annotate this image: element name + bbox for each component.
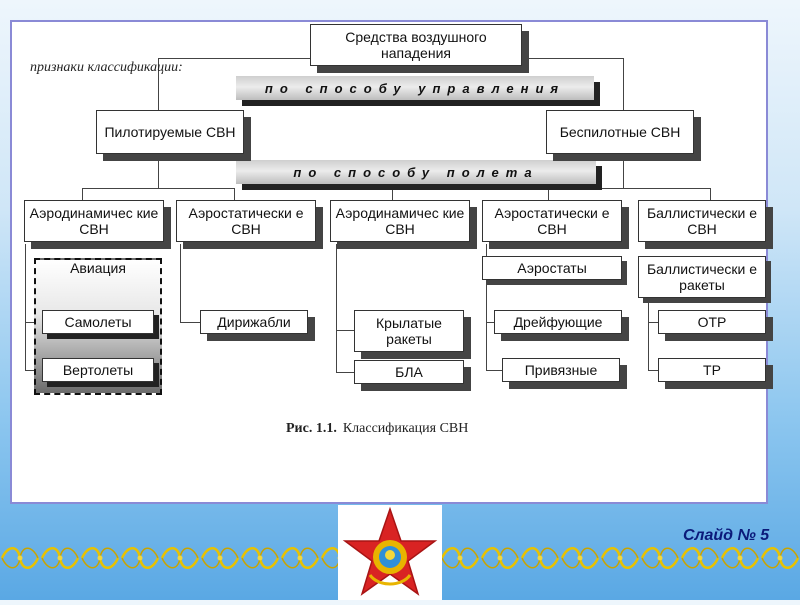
star-emblem-icon: [342, 506, 438, 596]
node-airships: Дирижабли: [200, 310, 308, 334]
connector: [336, 244, 337, 372]
node-manned: Пилотируемые СВН: [96, 110, 244, 154]
connector: [336, 372, 354, 373]
node-otr: ОТР: [658, 310, 766, 334]
connector: [486, 322, 494, 323]
node-aerodynamic-unmanned: Аэродинамичес кие СВН: [330, 200, 470, 242]
connector: [710, 188, 711, 200]
connector: [623, 160, 624, 188]
connector: [25, 370, 42, 371]
node-helicopters: Вертолеты: [42, 358, 154, 382]
connector: [623, 58, 624, 110]
node-cruise-missiles: Крылатые ракеты: [354, 310, 464, 352]
node-ballistic: Баллистически е СВН: [638, 200, 766, 242]
connector: [180, 322, 200, 323]
connector: [82, 188, 234, 189]
figure-title: Классификация СВН: [342, 421, 469, 436]
node-ballistic-missiles: Баллистически е ракеты: [638, 256, 766, 298]
connector: [25, 244, 26, 370]
connector: [486, 244, 487, 370]
banner-control-method: по способу управления: [236, 76, 594, 100]
connector: [158, 158, 159, 188]
emblem: [338, 505, 442, 600]
criteria-label: признаки классификации:: [30, 60, 183, 75]
connector: [648, 322, 658, 323]
figure-number: Рис. 1.1.: [286, 421, 337, 436]
aviation-label: Авиация: [70, 260, 126, 276]
node-drifting: Дрейфующие: [494, 310, 622, 334]
connector: [392, 188, 393, 200]
node-tr: ТР: [658, 358, 766, 382]
connector: [648, 300, 649, 370]
connector: [234, 188, 235, 200]
connector: [392, 188, 710, 189]
banner-flight-method: по способу полета: [236, 160, 596, 184]
connector: [82, 188, 83, 200]
connector: [158, 58, 159, 110]
node-aerostats: Аэростаты: [482, 256, 622, 280]
node-uav: БЛА: [354, 360, 464, 384]
connector: [486, 370, 502, 371]
connector: [648, 370, 658, 371]
node-aerostatic-unmanned: Аэростатически е СВН: [482, 200, 622, 242]
slide-number: Слайд № 5: [683, 527, 770, 544]
node-planes: Самолеты: [42, 310, 154, 334]
node-tethered: Привязные: [502, 358, 620, 382]
connector: [180, 244, 181, 322]
connector: [548, 188, 549, 200]
node-aerodynamic-manned: Аэродинамичес кие СВН: [24, 200, 164, 242]
connector: [25, 322, 42, 323]
figure-caption: Рис. 1.1. Классификация СВН: [286, 421, 468, 437]
connector: [336, 330, 354, 331]
node-unmanned: Беспилотные СВН: [546, 110, 694, 154]
root-node: Средства воздушного нападения: [310, 24, 522, 66]
node-aerostatic-manned: Аэростатически е СВН: [176, 200, 316, 242]
